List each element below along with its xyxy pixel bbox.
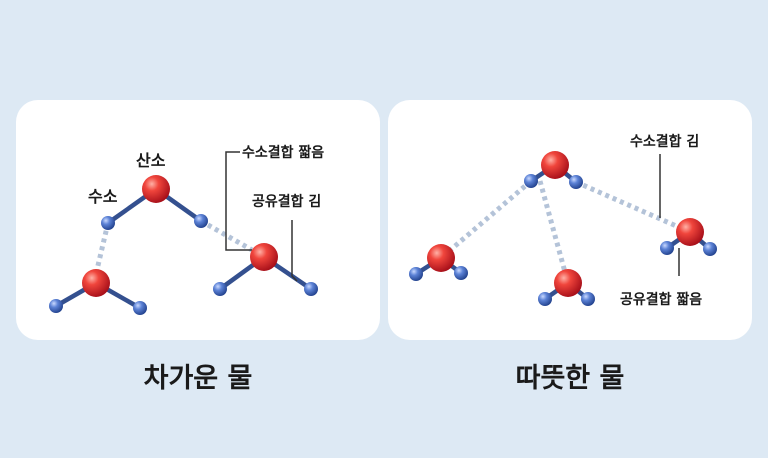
hydrogen-atom (49, 299, 63, 313)
oxygen-atom (142, 175, 170, 203)
hydrogen-label: 수소 (88, 187, 118, 206)
hydrogen-atom (409, 267, 423, 281)
hydrogen-atom (454, 266, 468, 280)
hydrogen-atom (524, 174, 538, 188)
hydrogen-bond (439, 179, 533, 260)
cold-water-diagram: 산소 수소 수소결합 짧음 공유결합 김 (49, 144, 324, 315)
hydrogen-atom (194, 214, 208, 228)
warm-water-caption: 따뜻한 물 (515, 363, 625, 394)
cold-water-panel: 산소 수소 수소결합 짧음 공유결합 김 (16, 100, 380, 340)
leader-line (291, 220, 298, 282)
hydrogen-atom (569, 175, 583, 189)
hydrogen-atom (133, 301, 147, 315)
hydrogen-atom (538, 292, 552, 306)
covalent-bond-long-label: 공유결합 김 (252, 193, 321, 210)
hydrogen-bond-short-label: 수소결합 짧음 (242, 144, 324, 161)
hydrogen-bond (199, 218, 254, 253)
hydrogen-atom (213, 282, 227, 296)
oxygen-atom (554, 269, 582, 297)
hydrogen-atom (581, 292, 595, 306)
hydrogen-bond (93, 222, 111, 275)
oxygen-atom (427, 244, 455, 272)
hydrogen-atom (304, 282, 318, 296)
hydrogen-bond-long-label: 수소결합 김 (630, 133, 699, 150)
oxygen-atom (82, 269, 110, 297)
oxygen-atom (541, 151, 569, 179)
hydrogen-atom (660, 241, 674, 255)
covalent-bond-short-label: 공유결합 짧음 (620, 291, 702, 308)
leader-line (225, 151, 252, 251)
hydrogen-atom (703, 242, 717, 256)
oxygen-atom (250, 243, 278, 271)
hydrogen-bond (574, 179, 692, 235)
oxygen-atom (676, 218, 704, 246)
hydrogen-bond (537, 180, 571, 284)
hydrogen-atom (101, 216, 115, 230)
warm-water-diagram: 수소결합 김 공유결합 짧음 (409, 133, 717, 308)
warm-water-panel: 수소결합 김 공유결합 짧음 (388, 100, 752, 340)
oxygen-label: 산소 (136, 151, 166, 170)
cold-water-caption: 차가운 물 (143, 363, 253, 394)
